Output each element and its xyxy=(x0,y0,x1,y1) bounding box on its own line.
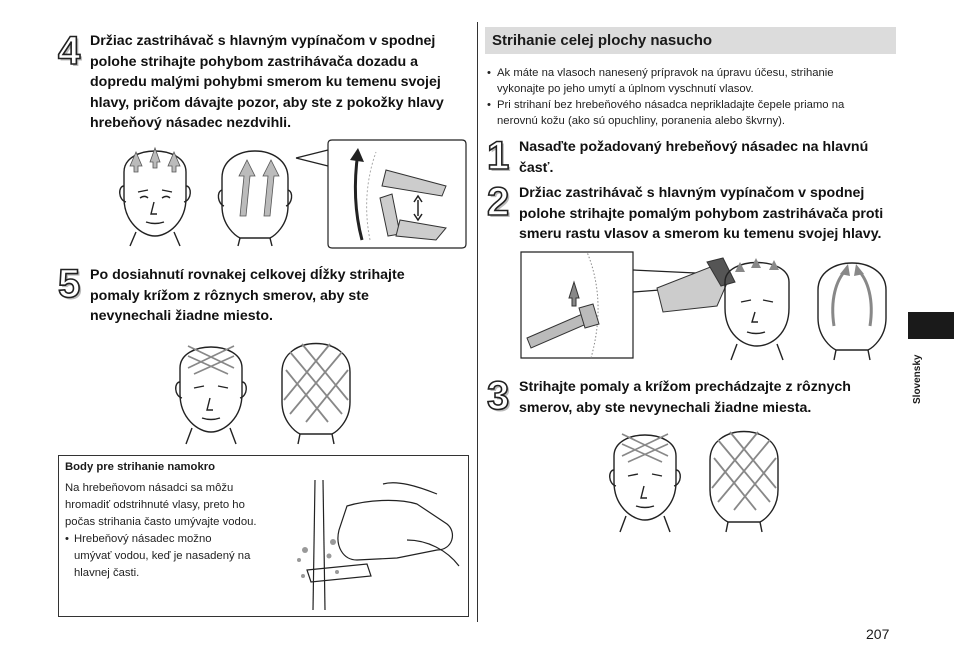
tips-bullet-text: Hrebeňový násadec možno umývať vodou, ke… xyxy=(74,531,250,582)
step-5-line: nevynechali žiadne miesto. xyxy=(90,308,273,324)
language-label: Slovensky xyxy=(912,354,923,404)
tips-bullet-line: umývať vodou, keď je nasadený na xyxy=(74,550,251,562)
step-5-number: 5 xyxy=(57,262,81,306)
step-1-line: časť. xyxy=(519,159,554,176)
head-back-icon xyxy=(817,262,887,361)
step-2-line: smeru rastu vlasov a smerom ku temenu sv… xyxy=(519,226,882,242)
tips-line: Na hrebeňovom násadci sa môžu xyxy=(65,482,234,494)
step-4-line: dopredu malými pohybmi smerom ku temenu … xyxy=(90,74,441,90)
step-2-line: Držiac zastrihávač s hlavným vypínačom v… xyxy=(519,185,865,201)
tips-text: Na hrebeňovom násadci sa môžu hromadiť o… xyxy=(65,480,257,531)
step-3-number: 3 xyxy=(486,374,510,418)
head-back-icon xyxy=(217,150,293,247)
water-rinse-icon xyxy=(297,479,460,611)
step-2-text: Držiac zastrihávač s hlavným vypínačom v… xyxy=(519,183,904,245)
head-back-icon xyxy=(281,342,351,445)
step-5-line: Po dosiahnutí rovnakej celkovej dĺžky st… xyxy=(90,267,405,283)
step-1-text: Nasaďte požadovaný hrebeňový násadec na … xyxy=(519,137,899,178)
section-header: Strihanie celej plochy nasucho xyxy=(485,27,896,54)
bullet-line: vykonajte po jeho umytí a úplnom vyschnu… xyxy=(497,82,754,95)
page-number: 207 xyxy=(866,626,890,642)
head-front-icon xyxy=(175,345,247,445)
tips-line: počas strihania často umývajte vodou. xyxy=(65,516,257,528)
trimmer-icon xyxy=(520,251,790,361)
language-tab-marker xyxy=(908,312,954,339)
step-3-line: Strihajte pomaly a krížom prechádzajte z… xyxy=(519,379,851,395)
section-title: Strihanie celej plochy nasucho xyxy=(492,32,713,49)
step-4-line: hlavy, pričom dávajte pozor, aby ste z p… xyxy=(90,94,444,111)
step-4-line: Držiac zastrihávač s hlavným vypínačom v… xyxy=(90,33,436,49)
head-back-icon xyxy=(709,430,779,533)
tips-title: Body pre strihanie namokro xyxy=(65,461,216,473)
tips-bullet-dot: • xyxy=(65,533,69,545)
bullet-dot: • xyxy=(487,99,491,111)
column-divider xyxy=(477,22,478,622)
bullet-dot: • xyxy=(487,67,491,79)
bullet-text: Ak máte na vlasoch nanesený prípravok na… xyxy=(497,66,834,97)
tips-line: hromadiť odstrihnuté vlasy, preto ho xyxy=(65,499,245,511)
trimmer-icon xyxy=(295,139,467,249)
step-5-text: Po dosiahnutí rovnakej celkovej dĺžky st… xyxy=(90,265,470,327)
step-3-line: smerov, aby ste nevynechali žiadne miest… xyxy=(519,399,812,416)
step-3-text: Strihajte pomaly a krížom prechádzajte z… xyxy=(519,377,899,418)
step-2-number: 2 xyxy=(486,180,510,224)
step-5-line: pomaly krížom z rôznych smerov, aby ste xyxy=(90,287,369,304)
wet-cutting-tips-box: Body pre strihanie namokro Na hrebeňovom… xyxy=(58,455,469,617)
step-1-number: 1 xyxy=(486,134,510,178)
bullet-line: Ak máte na vlasoch nanesený prípravok na… xyxy=(497,67,834,79)
tips-bullet-line: hlavnej časti. xyxy=(74,567,140,579)
step-2-line: polohe strihajte pomalým pohybom zastrih… xyxy=(519,205,884,222)
tips-bullet-line: Hrebeňový násadec možno xyxy=(74,533,212,545)
bullet-text: Pri strihaní bez hrebeňového násadca nep… xyxy=(497,98,844,129)
step-4-number: 4 xyxy=(57,29,81,73)
head-front-icon xyxy=(119,146,191,247)
head-front-icon xyxy=(609,433,681,533)
step-4-line: polohe strihajte pohybom zastrihávača do… xyxy=(90,53,418,70)
bullet-line: Pri strihaní bez hrebeňového násadca nep… xyxy=(497,99,845,111)
step-4-text: Držiac zastrihávač s hlavným vypínačom v… xyxy=(90,31,470,134)
step-4-line: hrebeňový násadec nezdvihli. xyxy=(90,115,292,131)
step-1-line: Nasaďte požadovaný hrebeňový násadec na … xyxy=(519,139,869,155)
bullet-line: nerovnú kožu (ako sú opuchliny, poraneni… xyxy=(497,114,786,127)
